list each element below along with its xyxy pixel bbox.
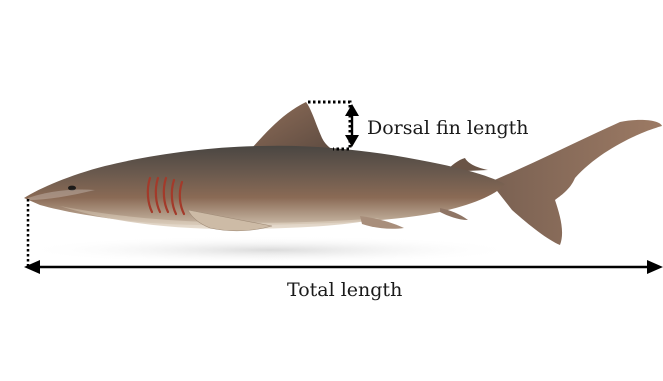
dorsal-fin-length-label: Dorsal fin length — [367, 117, 529, 139]
dorsal-arrowhead-down — [345, 135, 359, 147]
dorsal-fin — [252, 102, 338, 152]
total-arrowhead-right — [647, 260, 663, 274]
dorsal-arrowhead-up — [345, 104, 359, 116]
total-length-label: Total length — [287, 279, 402, 301]
total-arrowhead-left — [24, 260, 40, 274]
anal-fin — [440, 208, 468, 220]
shadow — [20, 236, 520, 264]
shark-illustration — [24, 102, 662, 245]
